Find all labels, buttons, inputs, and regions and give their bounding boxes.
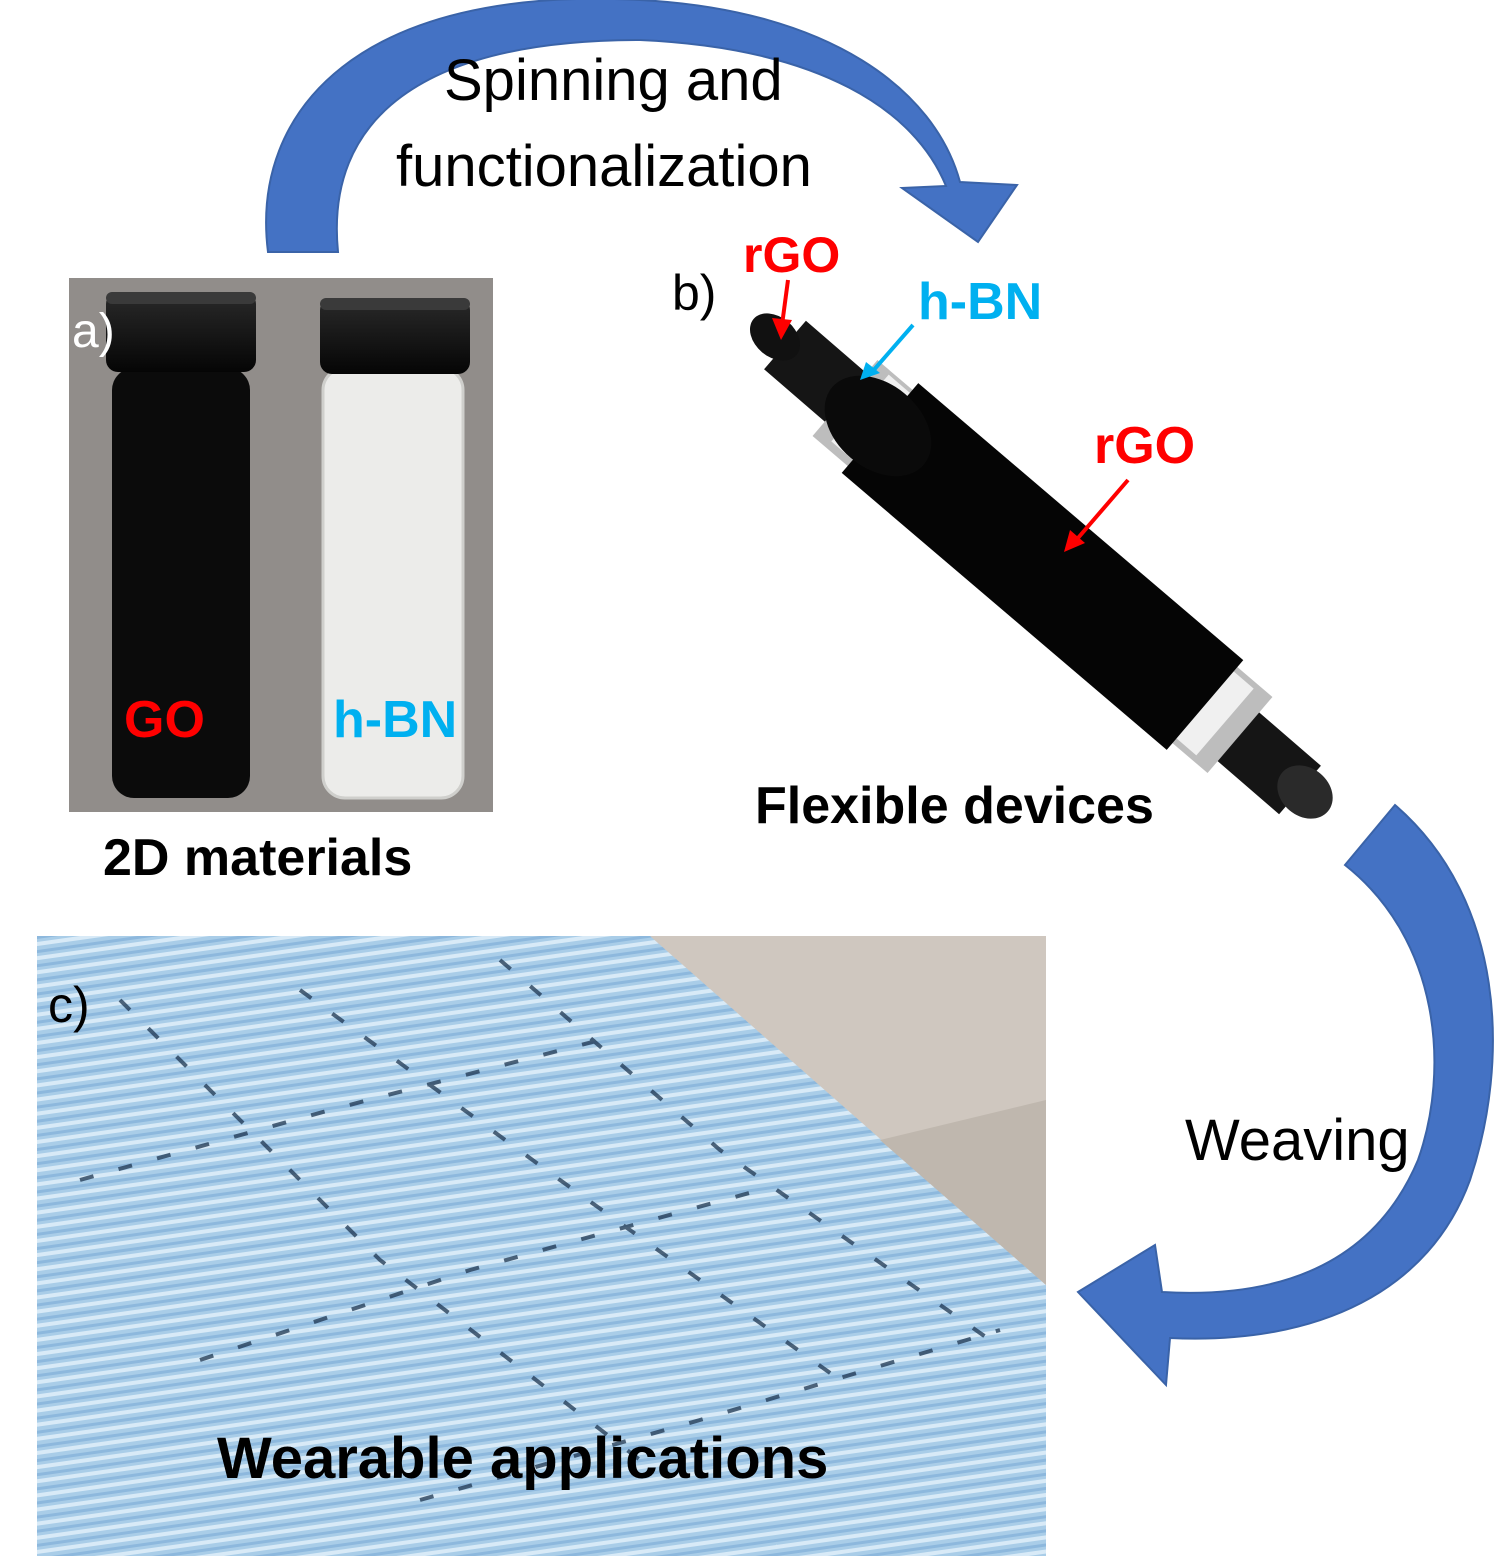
pointer-rgo-body <box>1064 478 1130 552</box>
rgo-body-label: rGO <box>1094 417 1196 475</box>
hbn-vial <box>320 298 470 800</box>
panel-a-letter: a) <box>72 305 115 358</box>
weaving-arrow <box>1076 803 1494 1388</box>
pointer-hbn <box>860 323 915 380</box>
spinning-arrow <box>265 0 1019 253</box>
fabric-photo <box>37 936 1046 1556</box>
vials-photo <box>69 278 493 812</box>
go-label: GO <box>124 691 205 749</box>
panel-c-letter: c) <box>48 977 90 1033</box>
panel-b-letter: b) <box>672 265 717 321</box>
pointer-rgo-end <box>772 279 792 340</box>
weaving-label: Weaving <box>1185 1108 1410 1173</box>
hbn-vial-label: h-BN <box>333 691 458 749</box>
hbn-layer-label: h-BN <box>918 273 1043 331</box>
panel-c-caption: Wearable applications <box>217 1426 829 1491</box>
coaxial-fiber <box>749 279 1333 819</box>
rgo-end-label: rGO <box>743 227 841 283</box>
panel-a-caption: 2D materials <box>103 829 413 887</box>
panel-b-caption: Flexible devices <box>755 777 1154 835</box>
go-vial <box>106 292 256 798</box>
spinning-label-line1: Spinning and <box>444 48 783 113</box>
spinning-label-line2: functionalization <box>396 134 812 199</box>
